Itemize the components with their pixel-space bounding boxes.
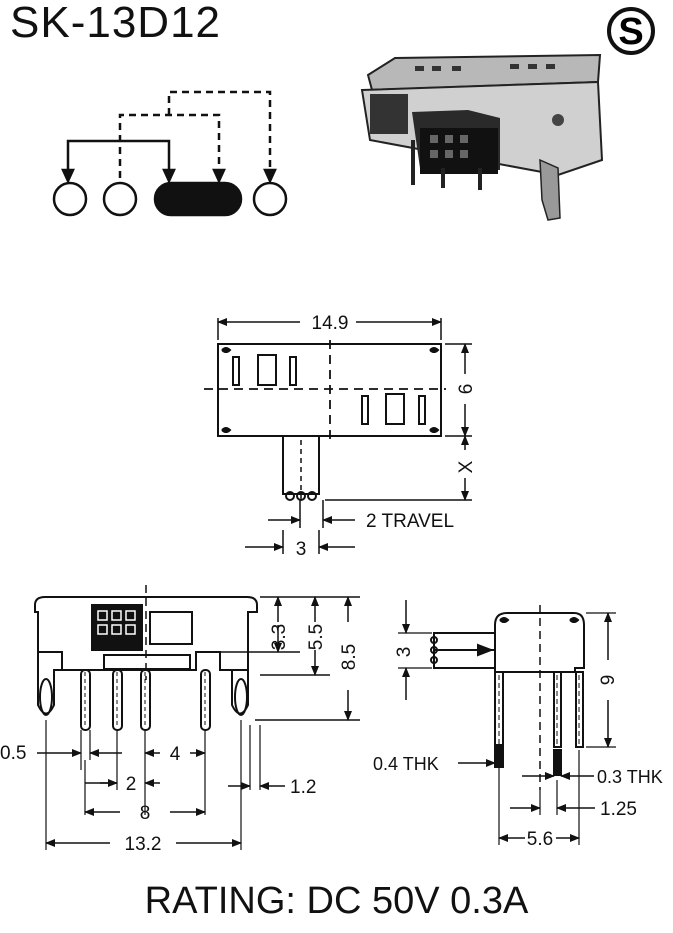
top-view — [204, 318, 472, 554]
dim-pitch-small: 2 — [126, 774, 137, 795]
certification-logo: S — [607, 7, 655, 55]
dim-h3: 8.5 — [339, 644, 360, 670]
dim-x: X — [456, 460, 477, 473]
contact-bridge — [153, 181, 243, 217]
terminal-1 — [52, 181, 88, 217]
front-actuator — [91, 604, 143, 651]
terminal-2 — [102, 181, 138, 217]
terminal-4 — [252, 181, 288, 217]
circuit-schematic — [52, 90, 288, 217]
product-photo — [360, 53, 604, 221]
dim-h2: 5.5 — [306, 624, 327, 650]
dim-side-actuator-height: 3 — [394, 647, 415, 658]
part-number-title: SK-13D12 — [10, 0, 222, 47]
front-body — [34, 596, 258, 671]
logo-letter: S — [618, 11, 643, 53]
common-line-dashed-2 — [167, 90, 272, 178]
dim-pitch-total: 8 — [140, 803, 151, 824]
dim-depth: 5.6 — [527, 829, 553, 850]
dim-travel: 2 TRAVEL — [366, 511, 454, 532]
dim-side-height: 9 — [598, 675, 619, 686]
dim-height: 6 — [456, 384, 477, 395]
dim-offset: 1.25 — [600, 799, 637, 820]
dim-thk2: 0.3 THK — [597, 767, 663, 787]
side-body — [494, 612, 585, 673]
dim-pitch: 4 — [170, 744, 181, 765]
dim-pin-width: 0.5 — [0, 743, 26, 764]
dim-overall: 13.2 — [125, 834, 162, 855]
dim-mount-width: 1.2 — [290, 777, 316, 798]
rating-label: RATING: DC 50V 0.3A — [144, 880, 529, 922]
common-line-solid — [66, 139, 171, 180]
dim-width: 14.9 — [312, 313, 349, 334]
dim-actuator-width: 3 — [296, 539, 307, 560]
dim-h1: 3.3 — [269, 624, 290, 650]
side-view — [398, 600, 616, 845]
dim-thk1: 0.4 THK — [373, 754, 439, 774]
front-view — [34, 585, 360, 850]
